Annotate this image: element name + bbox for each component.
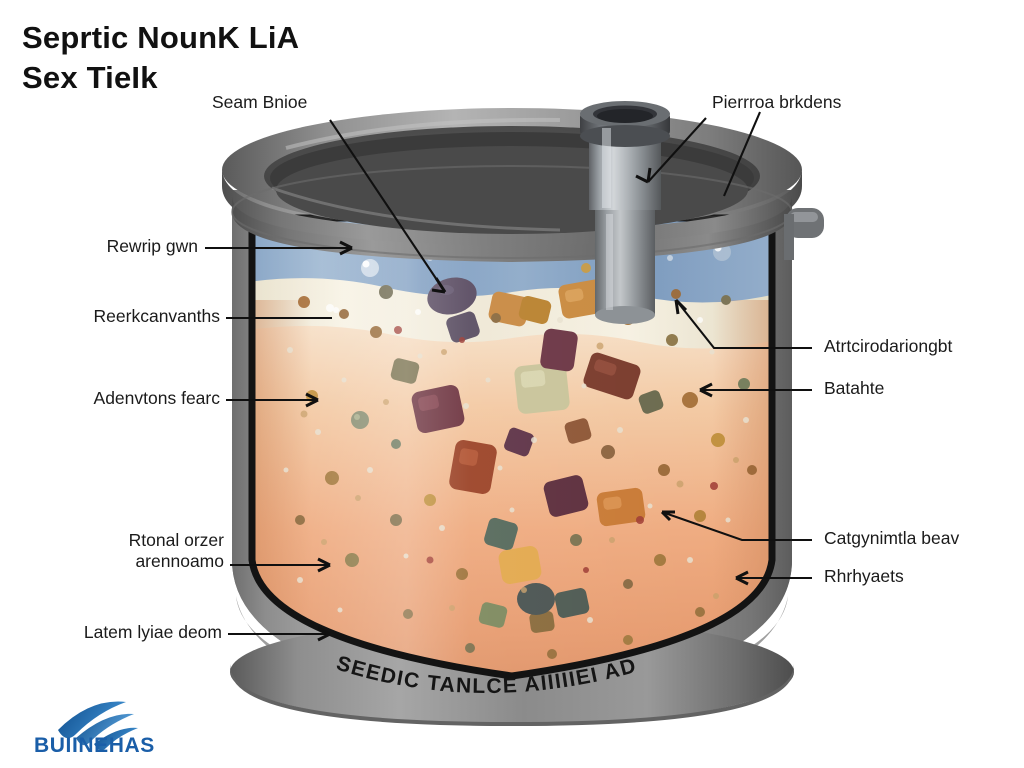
- outlet-nub: [784, 208, 824, 260]
- label-atrtcirodariongbt: Atrtcirodariongbt: [824, 336, 953, 356]
- label-rtonal-orzer-arennoamo: Rtonal orzer arennoamo: [128, 530, 224, 572]
- label-latem-lyiae-deom: Latem lyiae deom: [83, 622, 222, 642]
- label-catgynimtla-beav: Catgynimtla beav: [824, 528, 960, 548]
- tank-cutaway-window: [252, 218, 772, 676]
- label-rewrip-gwn: Rewrip gwn: [106, 236, 198, 256]
- label-pierrroa-brkdens: Pierrroa brkdens: [712, 92, 842, 112]
- inlet-pipe: [580, 101, 670, 324]
- label-rhrhyaets: Rhrhyaets: [824, 566, 904, 586]
- label-adenvtons-fearc: Adenvtons fearc: [93, 388, 220, 408]
- label-seam-bnioe: Seam Bnioe: [212, 92, 308, 112]
- leader-lines: [205, 111, 812, 642]
- label-batahte: Batahte: [824, 378, 885, 398]
- page-title: Seprtic NounK LiA Sex TieIk: [22, 18, 442, 97]
- logo-wordmark: BUIINEHAS: [34, 734, 155, 757]
- title-line-2: Sex TieIk: [22, 59, 158, 95]
- tank-rim: [222, 108, 802, 262]
- logo-swoosh-icon: [58, 701, 138, 751]
- brand-logo: BUIINEHAS: [28, 700, 198, 762]
- label-reerkcanvanths: Reerkcanvanths: [93, 306, 220, 326]
- title-line-1: Seprtic NounK LiA: [22, 20, 300, 55]
